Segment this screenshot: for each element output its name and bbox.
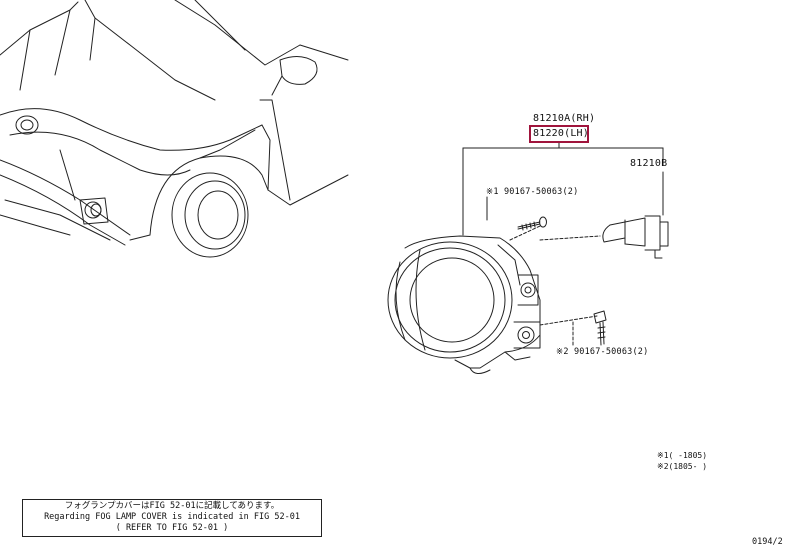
part-number-screw-upper[interactable]: ※1 90167-50063(2): [486, 187, 579, 197]
notice-box: フォグランプカバーはFIG 52-01に記載してあります。 Regarding …: [22, 499, 322, 537]
leader-lines: [462, 142, 664, 348]
part-number-bulb[interactable]: 81210B: [630, 158, 668, 169]
screw-lower-drawing: [593, 310, 607, 346]
vehicle-illustration: [0, 0, 349, 258]
part-number-rh[interactable]: 81210A(RH): [533, 113, 596, 124]
bulb-drawing: [602, 215, 669, 259]
notice-line-ref: ( REFER TO FIG 52-01 ): [115, 523, 229, 533]
part-number-lh[interactable]: 81220(LH): [533, 128, 589, 139]
notice-line-en: Regarding FOG LAMP COVER is indicated in…: [44, 512, 300, 522]
screw-upper-drawing: [517, 216, 547, 231]
notice-line-jp: フォグランプカバーはFIG 52-01に記載してあります。: [64, 501, 280, 511]
footnote-1: ※1( -1805): [657, 451, 708, 460]
part-highlight-box: [529, 125, 589, 143]
part-number-screw-lower[interactable]: ※2 90167-50063(2): [556, 347, 649, 357]
footnote-2: ※2(1805- ): [657, 462, 708, 471]
figure-id: 0194/2: [752, 537, 783, 547]
fog-lamp-assembly: [387, 225, 601, 374]
